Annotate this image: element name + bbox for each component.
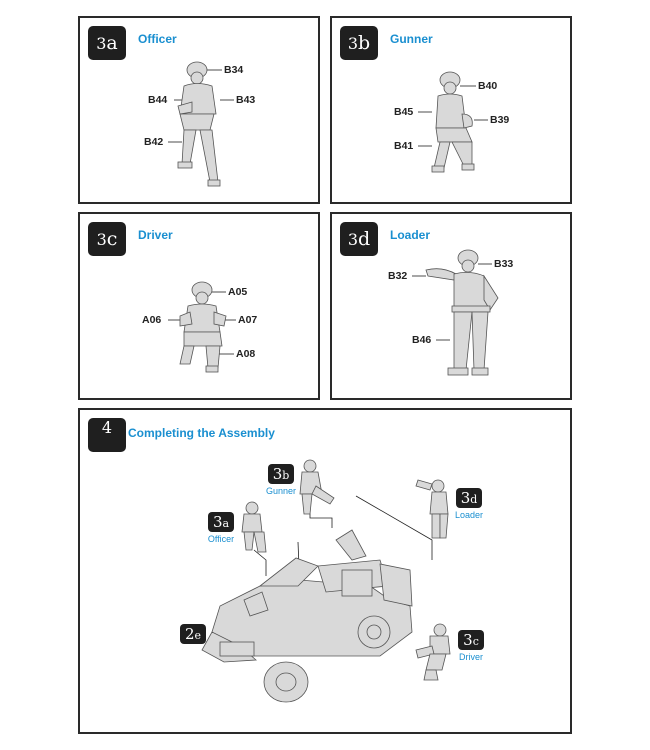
panel-title-loader: Loader <box>390 228 431 242</box>
step-number: 3 <box>347 34 358 53</box>
step-letter: a <box>106 32 118 54</box>
step-number: 3 <box>96 34 107 53</box>
step-number: 3 <box>96 230 107 249</box>
callout-b41: B41 <box>394 140 414 152</box>
callout-b40: B40 <box>478 80 498 92</box>
step-letter: c <box>106 228 118 250</box>
callout-b32: B32 <box>388 270 408 282</box>
badge-number: 3 <box>460 489 471 507</box>
badge-letter: b <box>282 469 290 482</box>
panel-title-completing-assembly: Completing the Assembly <box>128 426 275 440</box>
callout-b46: B46 <box>412 334 432 346</box>
callout-b42: B42 <box>144 136 164 148</box>
callout-b45: B45 <box>394 106 414 118</box>
badge-number: 3 <box>463 631 473 649</box>
badge-letter: d <box>470 493 478 506</box>
assembly-label-driver: Driver <box>459 652 483 662</box>
assembly-officer-figure <box>241 501 267 553</box>
callout-b43: B43 <box>236 94 256 106</box>
step-badge-4: 4 <box>88 418 126 452</box>
driver-figure <box>168 281 236 373</box>
callout-a07: A07 <box>238 314 258 326</box>
step-4-panel: 4 Completing the Assembly <box>78 408 572 734</box>
callout-b44: B44 <box>148 94 168 106</box>
assembly-gunner-figure <box>299 459 335 515</box>
badge-number: 2 <box>184 625 195 643</box>
callout-a05: A05 <box>228 286 248 298</box>
callout-a08: A08 <box>236 348 256 360</box>
officer-figure <box>168 61 234 187</box>
step-number: 4 <box>101 418 113 437</box>
assembly-driver-figure <box>415 623 451 681</box>
badge-number: 3 <box>272 465 283 483</box>
assembly-label-officer: Officer <box>207 534 235 544</box>
callout-a06: A06 <box>142 314 162 326</box>
assembly-loader-figure <box>415 479 449 539</box>
panel-title-officer: Officer <box>138 32 177 46</box>
assembly-illustration <box>201 459 451 703</box>
panel-title-driver: Driver <box>138 228 173 242</box>
jeep-vehicle <box>201 529 413 703</box>
badge-number: 3 <box>212 513 223 531</box>
step-letter: b <box>358 32 371 54</box>
callout-b33: B33 <box>494 258 514 270</box>
step-letter: d <box>358 228 371 250</box>
step-number: 3 <box>347 230 358 249</box>
callout-b34: B34 <box>224 64 244 76</box>
callout-b39: B39 <box>490 114 510 126</box>
panel-title-gunner: Gunner <box>390 32 433 46</box>
gunner-figure <box>418 71 488 173</box>
badge-letter: e <box>194 629 202 642</box>
loader-figure <box>412 249 499 376</box>
badge-letter: c <box>472 635 479 648</box>
assembly-label-loader: Loader <box>454 510 484 520</box>
badge-letter: a <box>222 517 230 530</box>
assembly-label-gunner: Gunner <box>265 486 297 496</box>
